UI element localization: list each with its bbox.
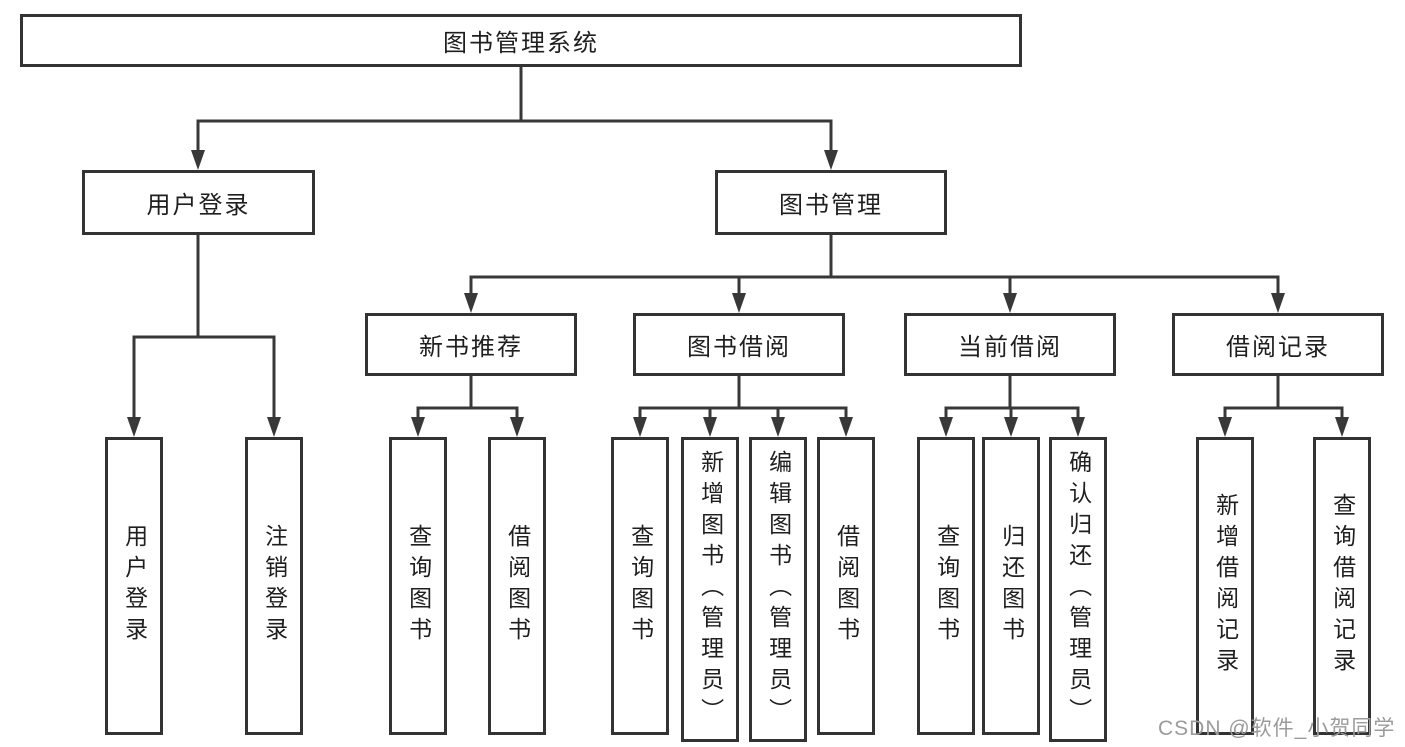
leaf-query-borrow-record: 查询借阅记录 xyxy=(1313,437,1371,735)
leaf-return-book: 归还图书 xyxy=(982,437,1040,735)
arrowheads xyxy=(127,150,1349,437)
node-user-login-label: 用户登录 xyxy=(146,192,251,219)
leaf-user-login: 用户登录 xyxy=(105,437,163,735)
arrowhead xyxy=(267,417,281,437)
arrowhead xyxy=(127,417,141,437)
leaf-add-book-admin: 新增图书（管理员） xyxy=(681,437,739,742)
node-borrow-records-label: 借阅记录 xyxy=(1226,334,1330,361)
node-current-borrow-label: 当前借阅 xyxy=(958,334,1062,361)
leaf-add-book-admin-label: 新增图书（管理员） xyxy=(697,450,724,729)
leaf-logout-login: 注销登录 xyxy=(245,437,303,735)
leaf-user-login-label: 用户登录 xyxy=(121,524,148,648)
leaf-query-book-borrow: 查询图书 xyxy=(611,437,669,735)
arrowhead xyxy=(732,293,746,313)
arrowhead xyxy=(1335,417,1349,437)
node-borrow-records: 借阅记录 xyxy=(1172,313,1384,376)
arrowhead xyxy=(411,417,425,437)
node-new-book-recommend: 新书推荐 xyxy=(365,313,577,376)
leaf-query-book-borrow-label: 查询图书 xyxy=(627,524,654,648)
node-current-borrow: 当前借阅 xyxy=(904,313,1116,376)
arrowhead xyxy=(510,417,524,437)
arrowhead xyxy=(839,417,853,437)
arrowhead xyxy=(1071,417,1085,437)
leaf-query-book-newrec: 查询图书 xyxy=(389,437,447,735)
node-user-login: 用户登录 xyxy=(82,170,315,235)
node-root: 图书管理系统 xyxy=(20,14,1022,67)
leaf-confirm-return-admin-label: 确认归还（管理员） xyxy=(1065,450,1092,729)
arrowhead xyxy=(939,417,953,437)
connector-paths xyxy=(132,65,1344,422)
arrowhead xyxy=(464,293,478,313)
leaf-add-borrow-record-label: 新增借阅记录 xyxy=(1212,493,1239,679)
leaf-query-book-current: 查询图书 xyxy=(917,437,975,735)
arrowhead xyxy=(1271,293,1285,313)
node-new-book-recommend-label: 新书推荐 xyxy=(419,334,523,361)
node-book-management: 图书管理 xyxy=(715,170,947,235)
leaf-logout-login-label: 注销登录 xyxy=(261,524,288,648)
leaf-add-borrow-record: 新增借阅记录 xyxy=(1196,437,1254,735)
leaf-query-borrow-record-label: 查询借阅记录 xyxy=(1329,493,1356,679)
leaf-borrow-book-borrow: 借阅图书 xyxy=(817,437,875,735)
arrowhead xyxy=(1004,417,1018,437)
leaf-borrow-book-newrec-label: 借阅图书 xyxy=(504,524,531,648)
node-book-management-label: 图书管理 xyxy=(779,192,883,219)
arrowhead xyxy=(1003,293,1017,313)
csdn-watermark: CSDN @软件_小贺同学 xyxy=(1158,717,1396,740)
arrowhead xyxy=(824,150,838,170)
leaf-confirm-return-admin: 确认归还（管理员） xyxy=(1049,437,1107,742)
leaf-query-book-current-label: 查询图书 xyxy=(933,524,960,648)
leaf-return-book-label: 归还图书 xyxy=(998,524,1025,648)
arrowhead xyxy=(633,417,647,437)
arrowhead xyxy=(703,417,717,437)
arrowhead xyxy=(1218,417,1232,437)
leaf-edit-book-admin: 编辑图书（管理员） xyxy=(749,437,807,742)
node-book-borrow-label: 图书借阅 xyxy=(687,334,791,361)
leaf-edit-book-admin-label: 编辑图书（管理员） xyxy=(765,450,792,729)
arrowhead xyxy=(771,417,785,437)
leaf-borrow-book-borrow-label: 借阅图书 xyxy=(833,524,860,648)
node-book-borrow: 图书借阅 xyxy=(633,313,845,376)
arrowhead xyxy=(191,150,205,170)
leaf-borrow-book-newrec: 借阅图书 xyxy=(488,437,546,735)
leaf-query-book-newrec-label: 查询图书 xyxy=(405,524,432,648)
node-root-label: 图书管理系统 xyxy=(443,30,599,57)
